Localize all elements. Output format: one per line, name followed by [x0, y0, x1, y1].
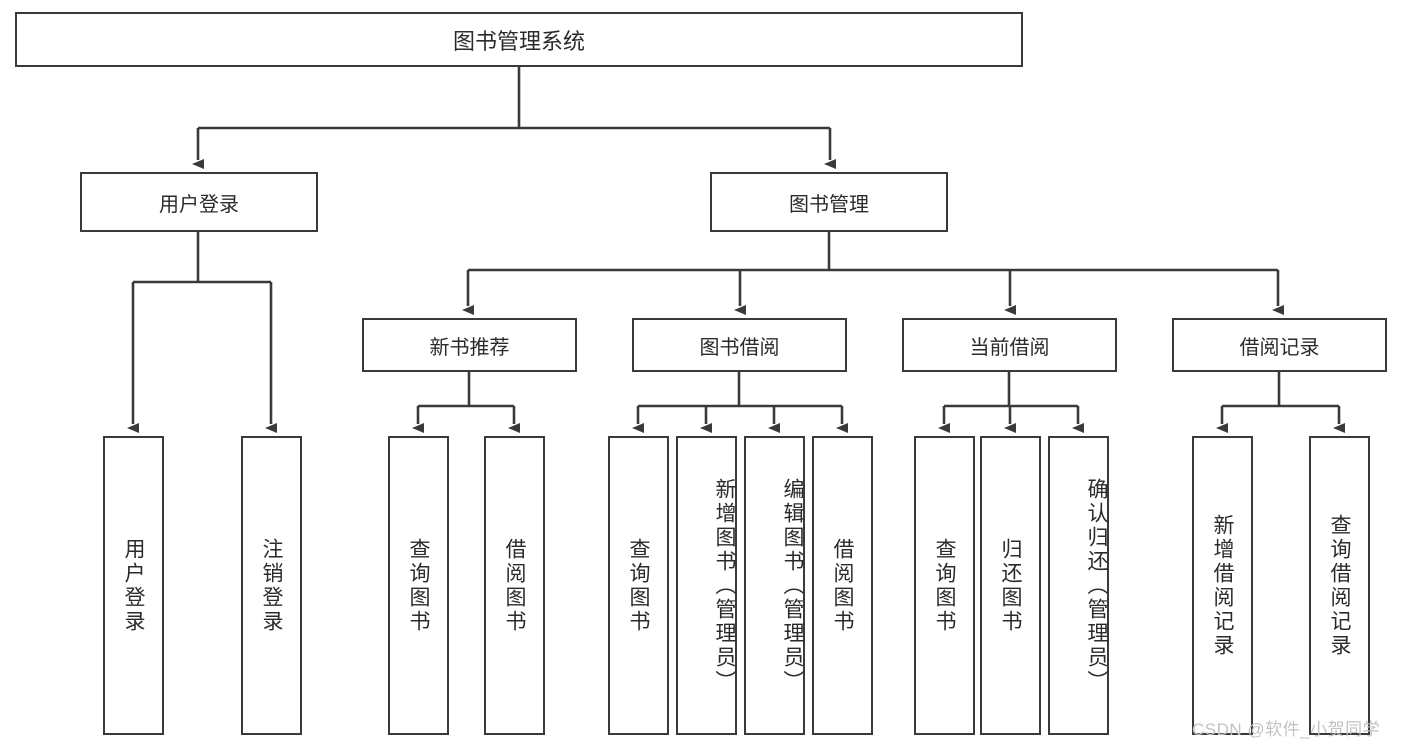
- node-root-label: 图书管理系统: [452, 28, 585, 54]
- leaf-label: 查询图书: [627, 537, 650, 634]
- watermark: CSDN @软件_小贺同学: [1192, 720, 1381, 739]
- leaf-recommend-query-book[interactable]: 查询图书: [388, 436, 449, 735]
- node-current-borrow-label: 当前借阅: [969, 336, 1050, 359]
- node-book-borrow[interactable]: 图书借阅: [632, 318, 847, 372]
- leaf-label: 查询图书: [407, 537, 430, 634]
- leaf-label: 确认归还（管理员）: [1085, 477, 1108, 694]
- leaf-label: 用户登录: [122, 537, 145, 634]
- node-user-login-label: 用户登录: [159, 193, 239, 216]
- node-user-login[interactable]: 用户登录: [80, 172, 318, 232]
- leaf-user-login-logout[interactable]: 注销登录: [241, 436, 302, 735]
- node-new-book-recommend[interactable]: 新书推荐: [362, 318, 577, 372]
- leaf-label: 借阅图书: [831, 537, 854, 634]
- node-borrow-record[interactable]: 借阅记录: [1172, 318, 1387, 372]
- leaf-label: 编辑图书（管理员）: [781, 477, 804, 694]
- leaf-borrow-query-book[interactable]: 查询图书: [608, 436, 669, 735]
- leaf-label: 注销登录: [260, 537, 283, 634]
- leaf-label: 查询借阅记录: [1328, 513, 1351, 658]
- leaf-borrow-borrow-book[interactable]: 借阅图书: [812, 436, 873, 735]
- leaf-label: 新增图书（管理员）: [713, 477, 736, 694]
- node-book-management-label: 图书管理: [789, 193, 869, 216]
- leaf-current-return-book[interactable]: 归还图书: [980, 436, 1041, 735]
- leaf-user-login-login[interactable]: 用户登录: [103, 436, 164, 735]
- node-root[interactable]: 图书管理系统: [15, 12, 1023, 67]
- leaf-record-add-record[interactable]: 新增借阅记录: [1192, 436, 1253, 735]
- leaf-record-query-record[interactable]: 查询借阅记录: [1309, 436, 1370, 735]
- leaf-label: 新增借阅记录: [1211, 513, 1234, 658]
- node-book-management[interactable]: 图书管理: [710, 172, 948, 232]
- leaf-recommend-borrow-book[interactable]: 借阅图书: [484, 436, 545, 735]
- leaf-current-confirm-return-admin[interactable]: 确认归还（管理员）: [1048, 436, 1109, 735]
- node-borrow-record-label: 借阅记录: [1239, 336, 1320, 359]
- node-current-borrow[interactable]: 当前借阅: [902, 318, 1117, 372]
- leaf-borrow-add-book-admin[interactable]: 新增图书（管理员）: [676, 436, 737, 735]
- leaf-current-query-book[interactable]: 查询图书: [914, 436, 975, 735]
- node-book-borrow-label: 图书借阅: [699, 336, 780, 359]
- node-new-book-recommend-label: 新书推荐: [429, 336, 510, 359]
- leaf-label: 归还图书: [999, 537, 1022, 634]
- leaf-label: 借阅图书: [503, 537, 526, 634]
- leaf-label: 查询图书: [933, 537, 956, 634]
- leaf-borrow-edit-book-admin[interactable]: 编辑图书（管理员）: [744, 436, 805, 735]
